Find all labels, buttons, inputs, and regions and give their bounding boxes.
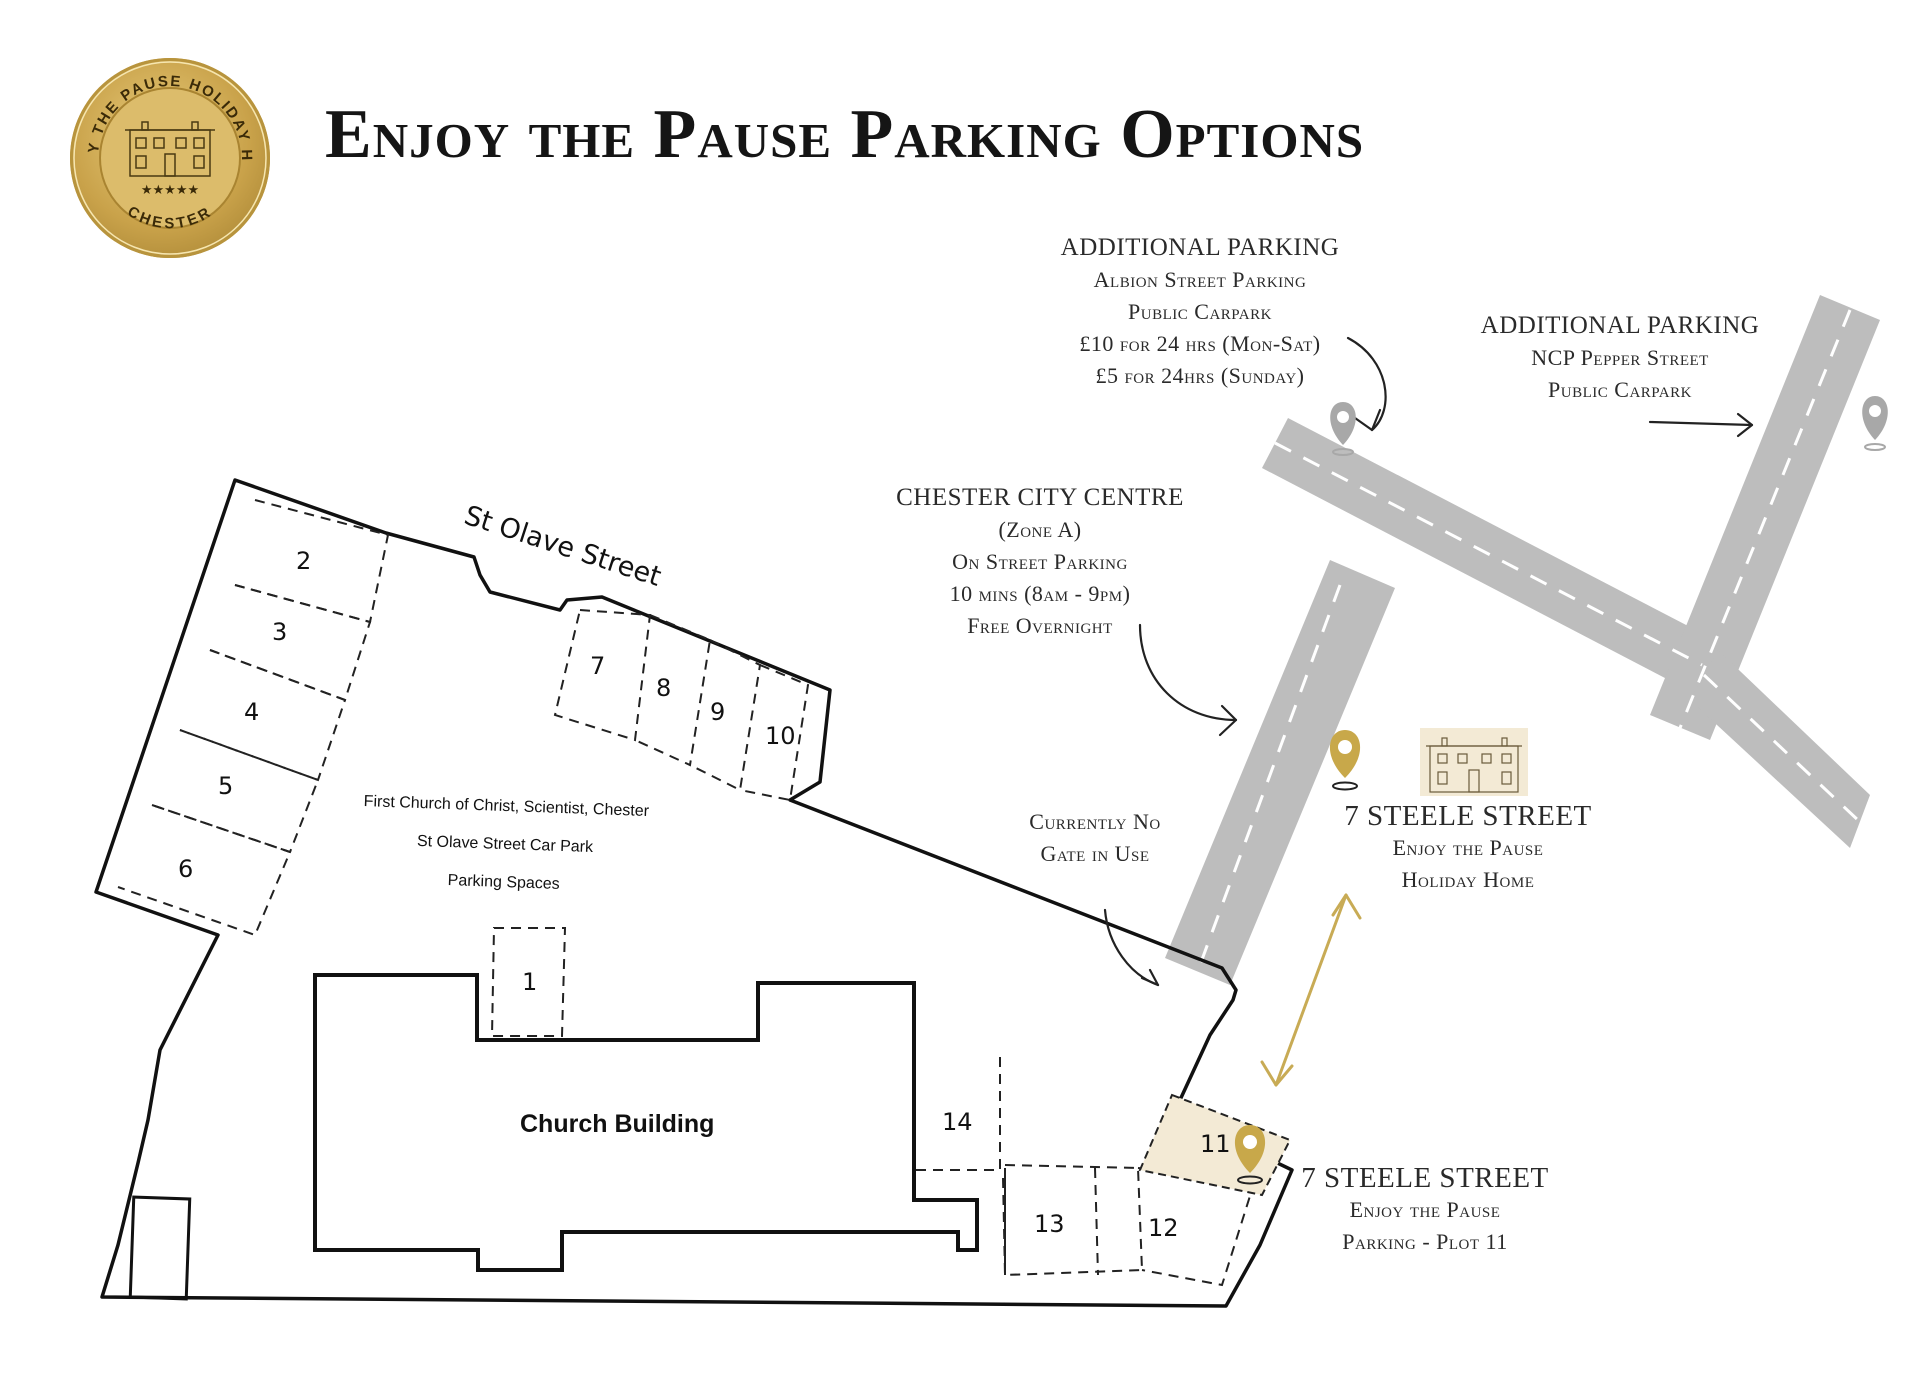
parking-space-1: 1 (522, 968, 538, 996)
parking-plot-note: 7 STEELE STREET Enjoy the Pause Parking … (1275, 1162, 1575, 1258)
parking-space-10: 10 (765, 722, 796, 750)
pin-holiday-home-icon (1329, 730, 1361, 791)
parking-space-5: 5 (218, 772, 234, 800)
gate-line-1: Currently No (1029, 809, 1161, 834)
page-title: Enjoy the Pause Parking Options (325, 96, 1365, 173)
holiday-home-note: 7 STEELE STREET Enjoy the Pause Holiday … (1318, 800, 1618, 896)
albion-line-2: Public Carpark (1128, 299, 1272, 324)
walk-arrow (1260, 893, 1362, 1087)
albion-line-1: Albion Street Parking (1093, 267, 1307, 292)
parking-plot-line-2: Parking - Plot 11 (1342, 1229, 1508, 1254)
city-centre-heading: CHESTER CITY CENTRE (896, 484, 1184, 511)
gate-line-2: Gate in Use (1040, 841, 1150, 866)
holiday-home-heading: 7 STEELE STREET (1344, 800, 1592, 832)
ncp-parking-note: ADDITIONAL PARKING NCP Pepper Street Pub… (1470, 310, 1770, 406)
parking-space-9: 9 (710, 698, 726, 726)
parking-space-8: 8 (656, 674, 672, 702)
holiday-home-logo: ENJOY THE PAUSE HOLIDAY HOME CHESTER ★★★… (70, 58, 270, 258)
parking-space-12: 12 (1148, 1214, 1179, 1242)
house-icon (125, 121, 215, 177)
roads (1165, 295, 1880, 985)
city-centre-line-1: (Zone A) (998, 517, 1082, 542)
road-main (1165, 560, 1395, 985)
parking-space-2: 2 (296, 547, 312, 575)
albion-line-4: £5 for 24hrs (Sunday) (1095, 363, 1305, 388)
church-building-label: Church Building (520, 1110, 715, 1138)
parking-space-6: 6 (178, 855, 194, 883)
parking-space-11: 11 (1200, 1130, 1231, 1158)
parking-space-7: 7 (590, 652, 606, 680)
city-centre-note: CHESTER CITY CENTRE (Zone A) On Street P… (880, 482, 1200, 642)
gate-note: Currently No Gate in Use (1000, 806, 1190, 870)
albion-line-3: £10 for 24 hrs (Mon-Sat) (1079, 331, 1321, 356)
house-sketch-icon (1420, 728, 1528, 796)
rating-stars: ★★★★★ (141, 183, 199, 198)
parking-space-14: 14 (942, 1108, 973, 1136)
ncp-line-2: Public Carpark (1548, 377, 1692, 402)
parking-bays (117, 499, 1257, 1287)
parking-plot-line-1: Enjoy the Pause (1349, 1197, 1501, 1222)
car-park-caption: First Church of Christ, Scientist, Chest… (338, 782, 672, 907)
holiday-home-line-1: Enjoy the Pause (1392, 835, 1544, 860)
parking-plot-heading: 7 STEELE STREET (1301, 1162, 1549, 1194)
holiday-home-line-2: Holiday Home (1401, 867, 1535, 892)
logo-ring-text: ENJOY THE PAUSE HOLIDAY HOME CHESTER ★★★… (70, 58, 267, 255)
road-lower-right (1690, 650, 1870, 848)
pin-plot-11-icon (1234, 1125, 1266, 1185)
church-building (313, 973, 979, 1272)
parking-space-4: 4 (244, 698, 260, 726)
albion-parking-note: ADDITIONAL PARKING Albion Street Parking… (1050, 232, 1350, 392)
city-centre-line-2: On Street Parking (952, 549, 1128, 574)
ncp-line-1: NCP Pepper Street (1531, 345, 1709, 370)
car-park-outline (94, 478, 1294, 1308)
pin-ncp-icon (1862, 396, 1888, 451)
bottom-left-box (128, 1195, 192, 1301)
parking-space-3: 3 (272, 618, 288, 646)
parking-space-13: 13 (1034, 1210, 1065, 1238)
annotation-arrows (1103, 336, 1754, 987)
ncp-heading: ADDITIONAL PARKING (1480, 312, 1760, 339)
pin-albion-icon (1330, 402, 1356, 456)
albion-heading: ADDITIONAL PARKING (1060, 234, 1340, 261)
city-centre-line-4: Free Overnight (967, 613, 1113, 638)
city-centre-line-3: 10 mins (8am - 9pm) (949, 581, 1131, 606)
